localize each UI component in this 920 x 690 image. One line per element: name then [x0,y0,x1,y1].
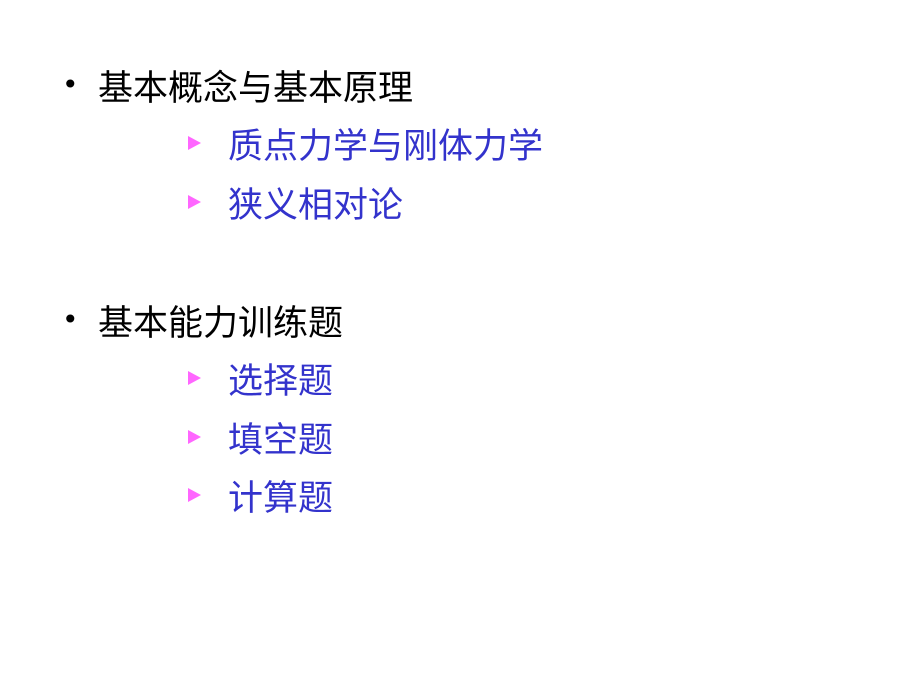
triangle-right-icon [188,430,201,444]
list-item: 选择题 [188,353,333,403]
list-item: 计算题 [188,470,333,520]
list-item-label: 填空题 [228,420,334,461]
bullet-dot-icon: • [62,68,79,101]
section-title: 基本概念与基本原理 [98,68,414,109]
list-item-label: 质点力学与刚体力学 [228,126,544,167]
list-item-label: 计算题 [228,478,334,519]
list-item: 填空题 [188,412,333,462]
triangle-right-icon [188,371,201,385]
triangle-right-icon [188,195,201,209]
list-item: 狭义相对论 [188,177,403,227]
list-item-label: 选择题 [228,361,334,402]
triangle-right-icon [188,488,201,502]
list-item: 质点力学与刚体力学 [188,118,543,168]
bullet-dot-icon: • [62,303,79,336]
section-heading: • 基本概念与基本原理 [62,60,413,110]
section-heading: • 基本能力训练题 [62,295,343,345]
section-title: 基本能力训练题 [98,303,344,344]
list-item-label: 狭义相对论 [228,185,404,226]
triangle-right-icon [188,136,201,150]
